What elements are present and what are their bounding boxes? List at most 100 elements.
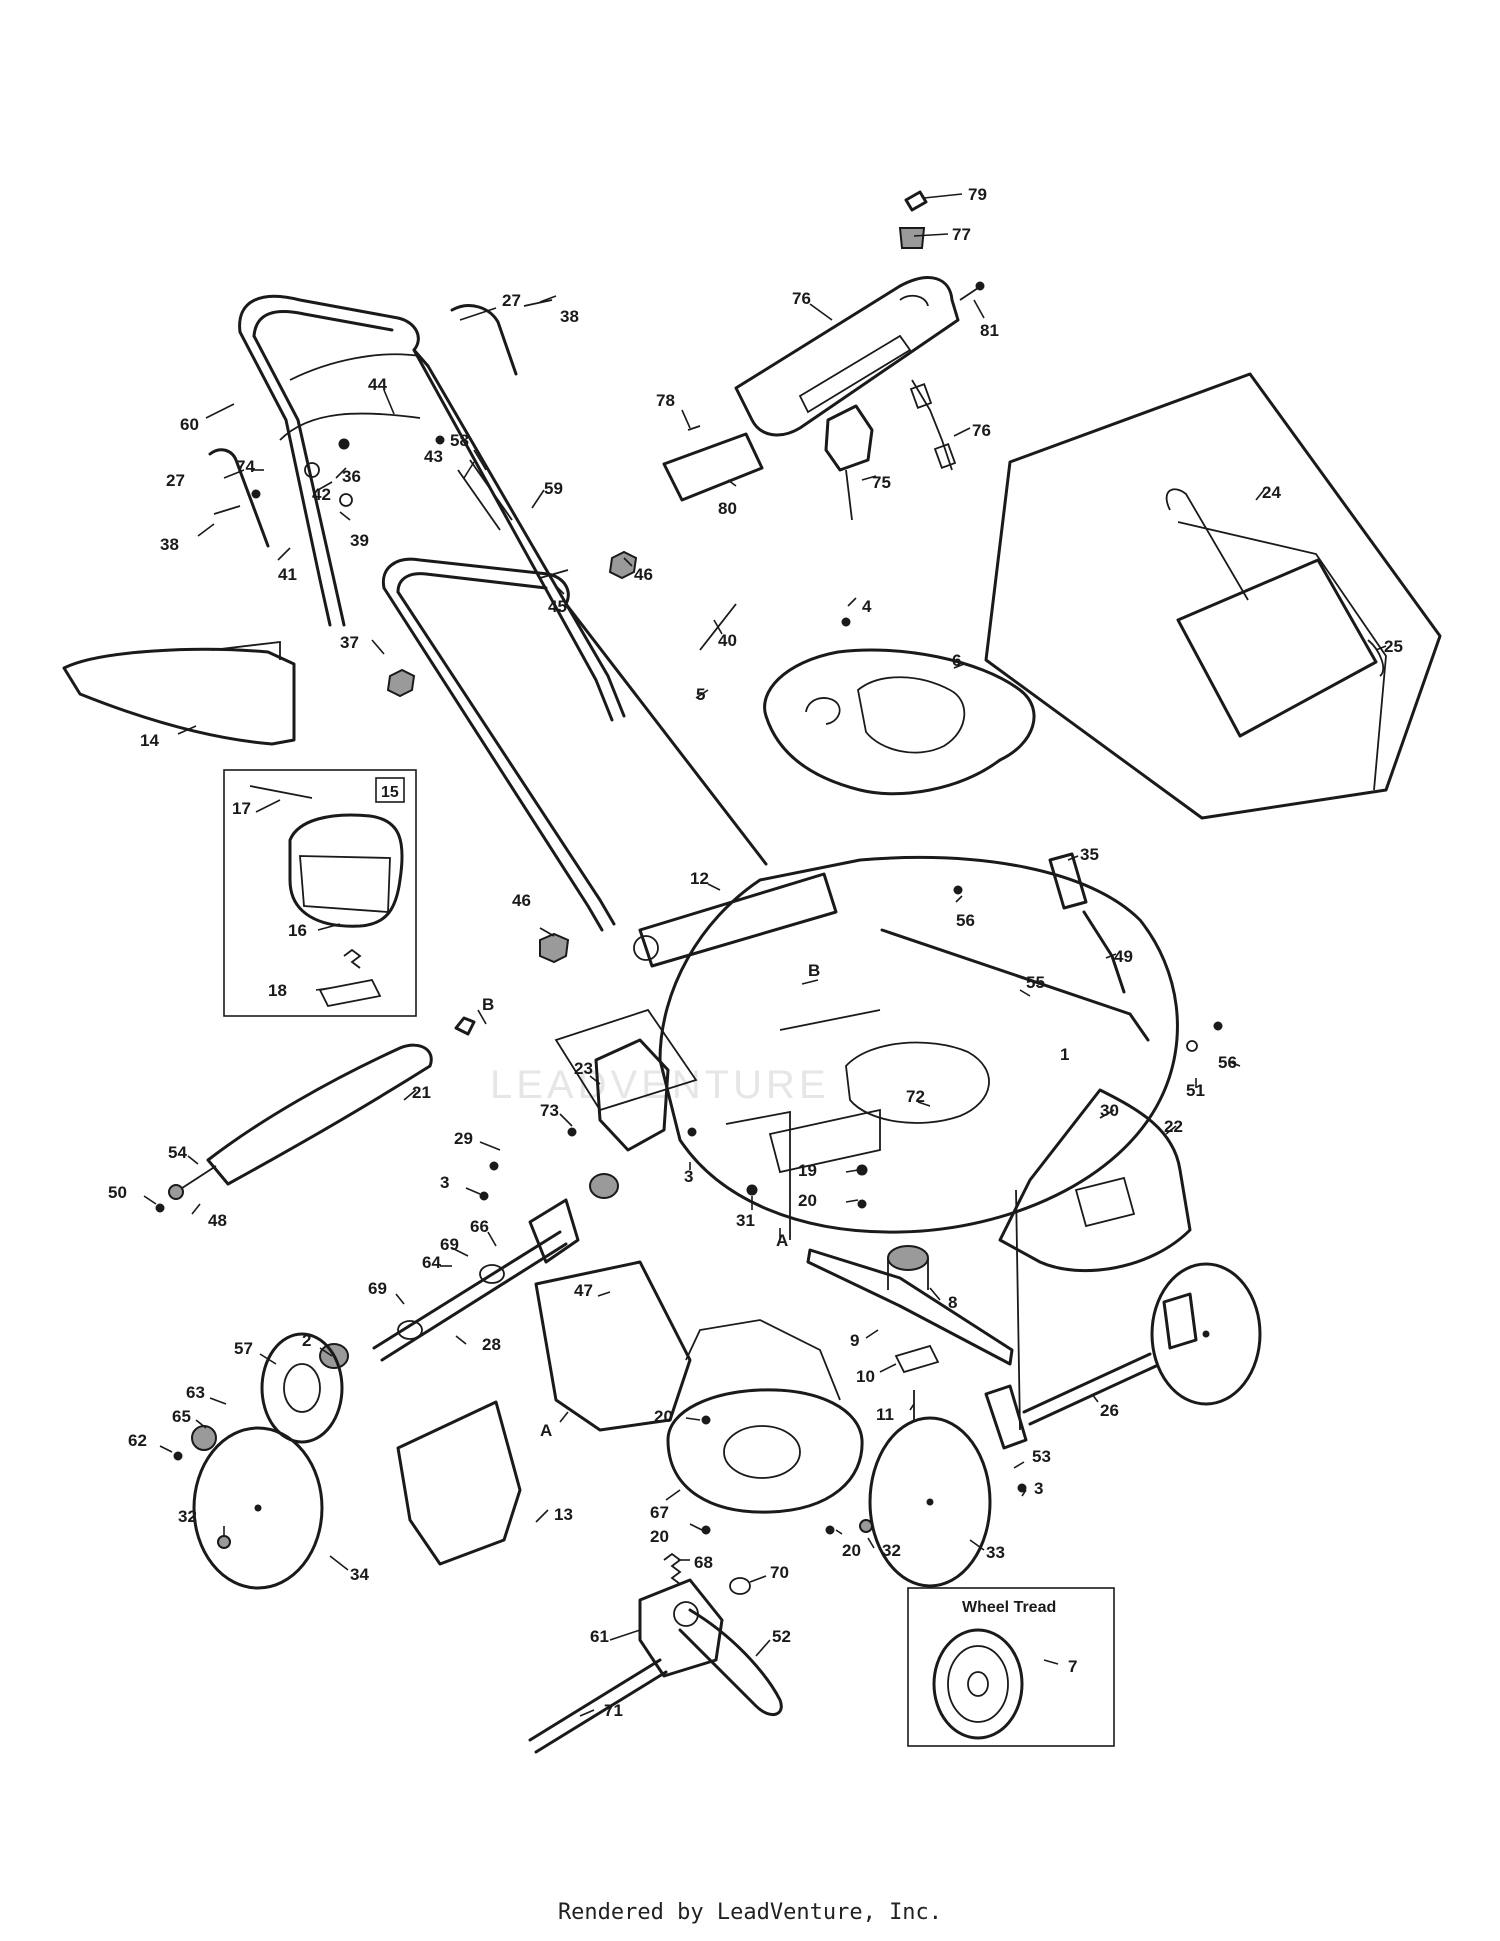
part-label: 39: [350, 531, 369, 550]
part-label: 49: [1114, 947, 1133, 966]
part-label: 58: [450, 431, 469, 450]
part-label: 78: [656, 391, 675, 410]
spring-21: [206, 1043, 433, 1186]
part-label: 13: [554, 1505, 573, 1524]
wheel-tread-inset: Wheel Tread: [907, 1587, 1115, 1747]
hardware: [155, 435, 1223, 1549]
part-label: 2: [302, 1331, 311, 1350]
part-label: 62: [128, 1431, 147, 1450]
gear-bushing-69b: [479, 1264, 505, 1284]
part-label: 4: [862, 597, 872, 616]
part-labels: 79 77 27 38 76 81 60 44 78 76 27 74 36 5…: [108, 185, 1403, 1720]
part-label: 79: [968, 185, 987, 204]
bag-frame-25: [1176, 558, 1385, 738]
pivot-bracket-66: [528, 1198, 580, 1264]
fuse-76: [909, 379, 957, 471]
part-label: A: [540, 1421, 552, 1440]
footer-credit: Rendered by LeadVenture, Inc.: [557, 1900, 943, 1925]
part-label: 37: [340, 633, 359, 652]
part-label: 46: [512, 891, 531, 910]
cover-80: [662, 432, 764, 502]
part-label: 55: [1026, 973, 1045, 992]
height-adjust-bracket-53: [984, 1384, 1028, 1450]
part-label: 75: [872, 473, 891, 492]
key-switch-77: [898, 227, 926, 249]
part-label: 32: [882, 1541, 901, 1560]
part-label: 27: [502, 291, 521, 310]
rear-wheel-right: [1150, 1262, 1262, 1406]
part-label: 61: [590, 1627, 609, 1646]
part-label: 76: [972, 421, 991, 440]
lower-handle: [381, 557, 768, 932]
control-cable-44: [279, 412, 421, 441]
part-label: 7: [1068, 1657, 1077, 1676]
part-label: 67: [650, 1503, 669, 1522]
part-label: 71: [604, 1701, 623, 1720]
battery-cover-6: [763, 648, 1036, 796]
handle-knob-46-bottom: [539, 932, 570, 964]
drive-shaft-71: [528, 1658, 668, 1754]
part-label: 41: [278, 565, 297, 584]
blade-adapter-8: [887, 1245, 929, 1290]
part-label: 33: [986, 1543, 1005, 1562]
part-label: 80: [718, 499, 737, 518]
part-label: 45: [548, 597, 567, 616]
part-label: 64: [422, 1253, 441, 1272]
part-label: B: [482, 995, 494, 1014]
part-label: 34: [350, 1565, 369, 1584]
part-label: 48: [208, 1211, 227, 1230]
bolt-38-top: [523, 299, 553, 307]
part-label: 51: [1186, 1081, 1205, 1100]
part-label: 9: [850, 1331, 859, 1350]
blade-9: [806, 1248, 1014, 1366]
chute-47: [534, 1260, 692, 1432]
part-label: 19: [798, 1161, 817, 1180]
axle-bracket-right: [1162, 1292, 1198, 1350]
rear-axle-26: [1022, 1352, 1158, 1426]
part-label: 10: [856, 1367, 875, 1386]
wheel-tread-title: Wheel Tread: [962, 1599, 1056, 1616]
bushing-70: [729, 1577, 751, 1595]
part-label: 31: [736, 1211, 755, 1230]
part-label: 44: [368, 375, 387, 394]
part-label: 74: [236, 457, 255, 476]
screw-4: [841, 617, 851, 627]
leader-lines: [143, 193, 1387, 1717]
part-label: 68: [694, 1553, 713, 1572]
rear-flap-22: [998, 1088, 1192, 1273]
bolt-38-left: [213, 505, 241, 515]
part-label: 53: [1032, 1447, 1051, 1466]
screw-78: [687, 425, 701, 431]
spring-b: [454, 1016, 476, 1036]
screw-81: [959, 281, 985, 301]
handle-knob-left: [386, 668, 416, 698]
gear-bushing-69a: [397, 1320, 423, 1340]
part-label: 65: [172, 1407, 191, 1426]
grass-bag-24: [984, 372, 1442, 820]
part-label: 43: [424, 447, 443, 466]
kit-inset-15: 15: [223, 769, 417, 1017]
blade-washer-10: [894, 1344, 940, 1374]
part-label: 56: [956, 911, 975, 930]
kit-box-number: 15: [381, 784, 399, 801]
part-label: 76: [792, 289, 811, 308]
hub-65: [191, 1425, 217, 1451]
part-label: 29: [454, 1129, 473, 1148]
part-label: 77: [952, 225, 971, 244]
part-label: 23: [574, 1059, 593, 1078]
part-label: 18: [268, 981, 287, 1000]
part-label: 38: [560, 307, 579, 326]
wheel-34: [192, 1426, 324, 1590]
part-label: 12: [690, 869, 709, 888]
part-label: 5: [696, 685, 705, 704]
part-label: 20: [650, 1527, 669, 1546]
part-label: 38: [160, 535, 179, 554]
part-label: 50: [108, 1183, 127, 1202]
rear-bracket-23: [594, 1038, 670, 1152]
battery-76: [734, 276, 960, 437]
part-label: 20: [654, 1407, 673, 1426]
part-label: 24: [1262, 483, 1281, 502]
lever-grip-35: [1048, 852, 1088, 910]
wheel-57: [260, 1332, 344, 1444]
part-label: 69: [368, 1279, 387, 1298]
